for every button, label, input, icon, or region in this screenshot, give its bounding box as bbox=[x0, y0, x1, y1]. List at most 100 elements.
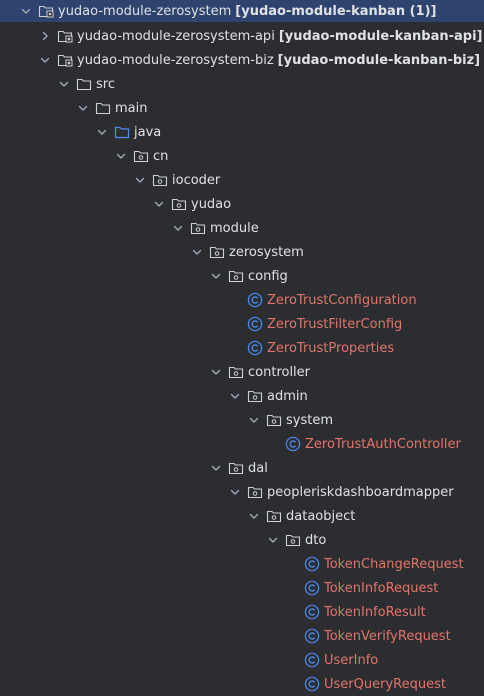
module-tag: [yudao-module-kanban-biz] bbox=[277, 52, 481, 68]
tree-row[interactable]: module bbox=[0, 216, 484, 240]
chevron-down-icon[interactable] bbox=[227, 484, 243, 500]
chevron-right-icon[interactable] bbox=[37, 28, 53, 44]
chevron-down-icon[interactable] bbox=[189, 244, 205, 260]
package-icon bbox=[190, 220, 206, 236]
tree-row[interactable]: TokenVerifyRequest bbox=[0, 624, 484, 648]
chevron-down-icon[interactable] bbox=[132, 172, 148, 188]
chevron-down-icon[interactable] bbox=[151, 196, 167, 212]
chevron-spacer bbox=[284, 628, 300, 644]
tree-item-label: ZeroTrustConfiguration bbox=[267, 292, 417, 308]
tree-row[interactable]: config bbox=[0, 264, 484, 288]
chevron-spacer bbox=[265, 436, 281, 452]
tree-row[interactable]: UserInfo bbox=[0, 648, 484, 672]
tree-item-label: dataobject bbox=[286, 508, 356, 524]
tree-row[interactable]: ZeroTrustFilterConfig bbox=[0, 312, 484, 336]
tree-item-label: zerosystem bbox=[229, 244, 304, 260]
tree-row[interactable]: iocoder bbox=[0, 168, 484, 192]
package-icon bbox=[247, 388, 263, 404]
tree-row[interactable]: yudao bbox=[0, 192, 484, 216]
tree-item-label: admin bbox=[267, 388, 308, 404]
chevron-spacer bbox=[227, 292, 243, 308]
class-icon bbox=[285, 436, 301, 452]
tree-item-label: config bbox=[248, 268, 288, 284]
chevron-down-icon[interactable] bbox=[208, 460, 224, 476]
tree-row[interactable]: yudao-module-zerosystem[yudao-module-kan… bbox=[0, 0, 484, 22]
package-icon bbox=[285, 532, 301, 548]
tree-row[interactable]: dal bbox=[0, 456, 484, 480]
tree-item-label: module bbox=[210, 220, 259, 236]
class-icon bbox=[304, 580, 320, 596]
class-icon bbox=[304, 676, 320, 692]
chevron-down-icon[interactable] bbox=[56, 76, 72, 92]
package-icon bbox=[133, 148, 149, 164]
chevron-down-icon[interactable] bbox=[246, 412, 262, 428]
class-icon bbox=[304, 604, 320, 620]
tree-item-label: ZeroTrustAuthController bbox=[305, 436, 461, 452]
tree-row[interactable]: zerosystem bbox=[0, 240, 484, 264]
tree-item-label: controller bbox=[248, 364, 311, 380]
tree-item-label: iocoder bbox=[172, 172, 221, 188]
chevron-down-icon[interactable] bbox=[208, 364, 224, 380]
class-icon bbox=[247, 340, 263, 356]
chevron-spacer bbox=[284, 556, 300, 572]
package-icon bbox=[266, 508, 282, 524]
tree-item-label: TokenVerifyRequest bbox=[324, 628, 451, 644]
chevron-spacer bbox=[284, 604, 300, 620]
package-icon bbox=[228, 460, 244, 476]
package-icon bbox=[247, 484, 263, 500]
tree-row[interactable]: main bbox=[0, 96, 484, 120]
tree-row[interactable]: system bbox=[0, 408, 484, 432]
chevron-down-icon[interactable] bbox=[75, 100, 91, 116]
module-folder-icon bbox=[57, 52, 73, 68]
tree-item-label: UserQueryRequest bbox=[324, 676, 446, 692]
tree-row[interactable]: yudao-module-zerosystem-api[yudao-module… bbox=[0, 24, 484, 48]
tree-item-label: TokenInfoRequest bbox=[324, 580, 439, 596]
tree-item-label: yudao-module-zerosystem-api bbox=[77, 28, 275, 44]
source-folder-icon bbox=[114, 124, 130, 140]
package-icon bbox=[228, 364, 244, 380]
class-icon bbox=[304, 652, 320, 668]
class-icon bbox=[304, 556, 320, 572]
tree-row[interactable]: dto bbox=[0, 528, 484, 552]
tree-row[interactable]: java bbox=[0, 120, 484, 144]
tree-row[interactable]: TokenInfoRequest bbox=[0, 576, 484, 600]
tree-item-label: dto bbox=[305, 532, 327, 548]
chevron-down-icon[interactable] bbox=[208, 268, 224, 284]
tree-item-label: peopleriskdashboardmapper bbox=[267, 484, 454, 500]
tree-row[interactable]: yudao-module-zerosystem-biz[yudao-module… bbox=[0, 48, 484, 72]
tree-item-label: yudao-module-zerosystem-biz bbox=[77, 52, 274, 68]
tree-item-label: UserInfo bbox=[324, 652, 379, 668]
module-folder-icon bbox=[57, 28, 73, 44]
tree-row[interactable]: controller bbox=[0, 360, 484, 384]
class-icon bbox=[304, 628, 320, 644]
tree-row[interactable]: src bbox=[0, 72, 484, 96]
chevron-spacer bbox=[284, 652, 300, 668]
tree-row[interactable]: ZeroTrustConfiguration bbox=[0, 288, 484, 312]
tree-row[interactable]: peopleriskdashboardmapper bbox=[0, 480, 484, 504]
class-icon bbox=[247, 292, 263, 308]
chevron-down-icon[interactable] bbox=[170, 220, 186, 236]
tree-row[interactable]: UserQueryRequest bbox=[0, 672, 484, 696]
tree-item-label: yudao-module-zerosystem bbox=[58, 3, 232, 19]
package-icon bbox=[228, 268, 244, 284]
chevron-down-icon[interactable] bbox=[113, 148, 129, 164]
tree-item-label: cn bbox=[153, 148, 169, 164]
tree-item-label: dal bbox=[248, 460, 268, 476]
tree-row[interactable]: cn bbox=[0, 144, 484, 168]
module-folder-icon bbox=[38, 3, 54, 19]
chevron-spacer bbox=[284, 676, 300, 692]
tree-row[interactable]: TokenChangeRequest bbox=[0, 552, 484, 576]
tree-row[interactable]: ZeroTrustAuthController bbox=[0, 432, 484, 456]
package-icon bbox=[171, 196, 187, 212]
chevron-down-icon[interactable] bbox=[227, 388, 243, 404]
tree-row[interactable]: admin bbox=[0, 384, 484, 408]
chevron-down-icon[interactable] bbox=[265, 532, 281, 548]
tree-row[interactable]: ZeroTrustProperties bbox=[0, 336, 484, 360]
chevron-down-icon[interactable] bbox=[246, 508, 262, 524]
chevron-down-icon[interactable] bbox=[37, 52, 53, 68]
tree-row[interactable]: TokenInfoResult bbox=[0, 600, 484, 624]
tree-row[interactable]: dataobject bbox=[0, 504, 484, 528]
chevron-down-icon[interactable] bbox=[18, 3, 34, 19]
chevron-down-icon[interactable] bbox=[94, 124, 110, 140]
